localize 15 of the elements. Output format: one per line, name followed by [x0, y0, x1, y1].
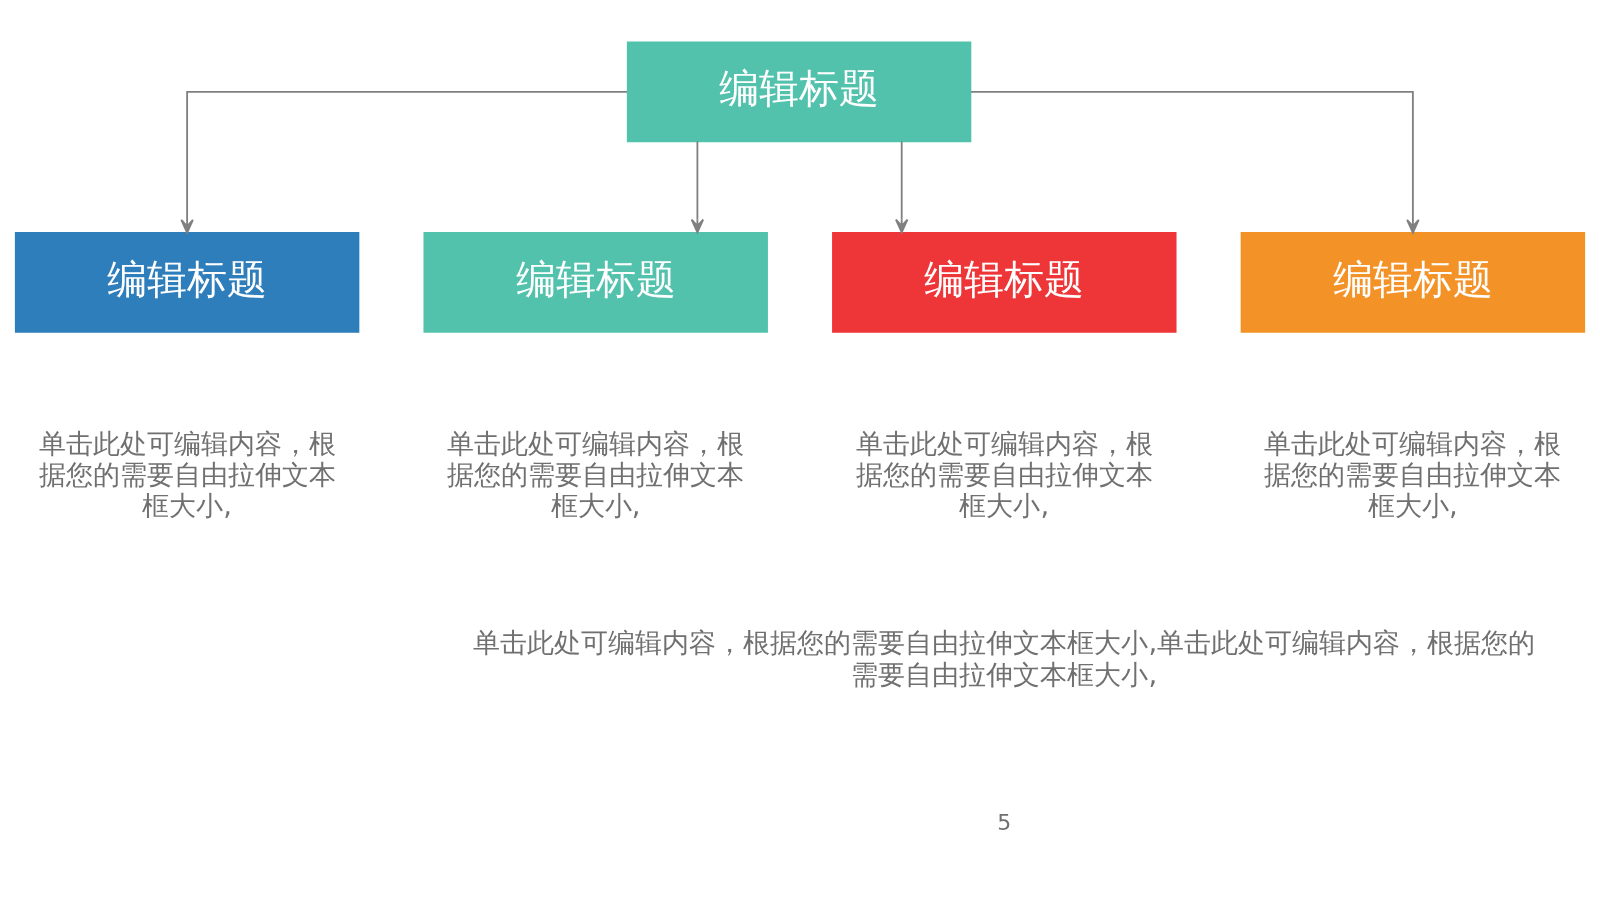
node-box: 编辑标题: [1240, 231, 1586, 333]
arrow: [180, 90, 628, 234]
node-label: 单击此处可编辑内容，根据您的需要自由拉伸文本框大小,: [38, 426, 336, 522]
arrow: [895, 140, 909, 234]
node-label: 单击此处可编辑内容，根据您的需要自由拉伸文本框大小,: [447, 426, 745, 522]
node-box: 编辑标题: [423, 231, 768, 333]
node-label: 单击此处可编辑内容，根据您的需要自由拉伸文本框大小,: [855, 426, 1153, 522]
label: 5: [997, 810, 1012, 836]
arrow: [690, 140, 705, 234]
node-label: 单击此处可编辑内容，根据您的需要自由拉伸文本框大小,: [1264, 426, 1562, 522]
label: 单击此处可编辑内容，根据您的需要自由拉伸文本框大小,单击此处可编辑内容，根据您的需要自由拉伸文本框大小,: [473, 626, 1536, 690]
node-box: 编辑标题: [626, 41, 972, 143]
node-box: 编辑标题: [832, 231, 1177, 333]
arrow: [969, 90, 1420, 234]
node-box: 编辑标题: [14, 231, 360, 333]
